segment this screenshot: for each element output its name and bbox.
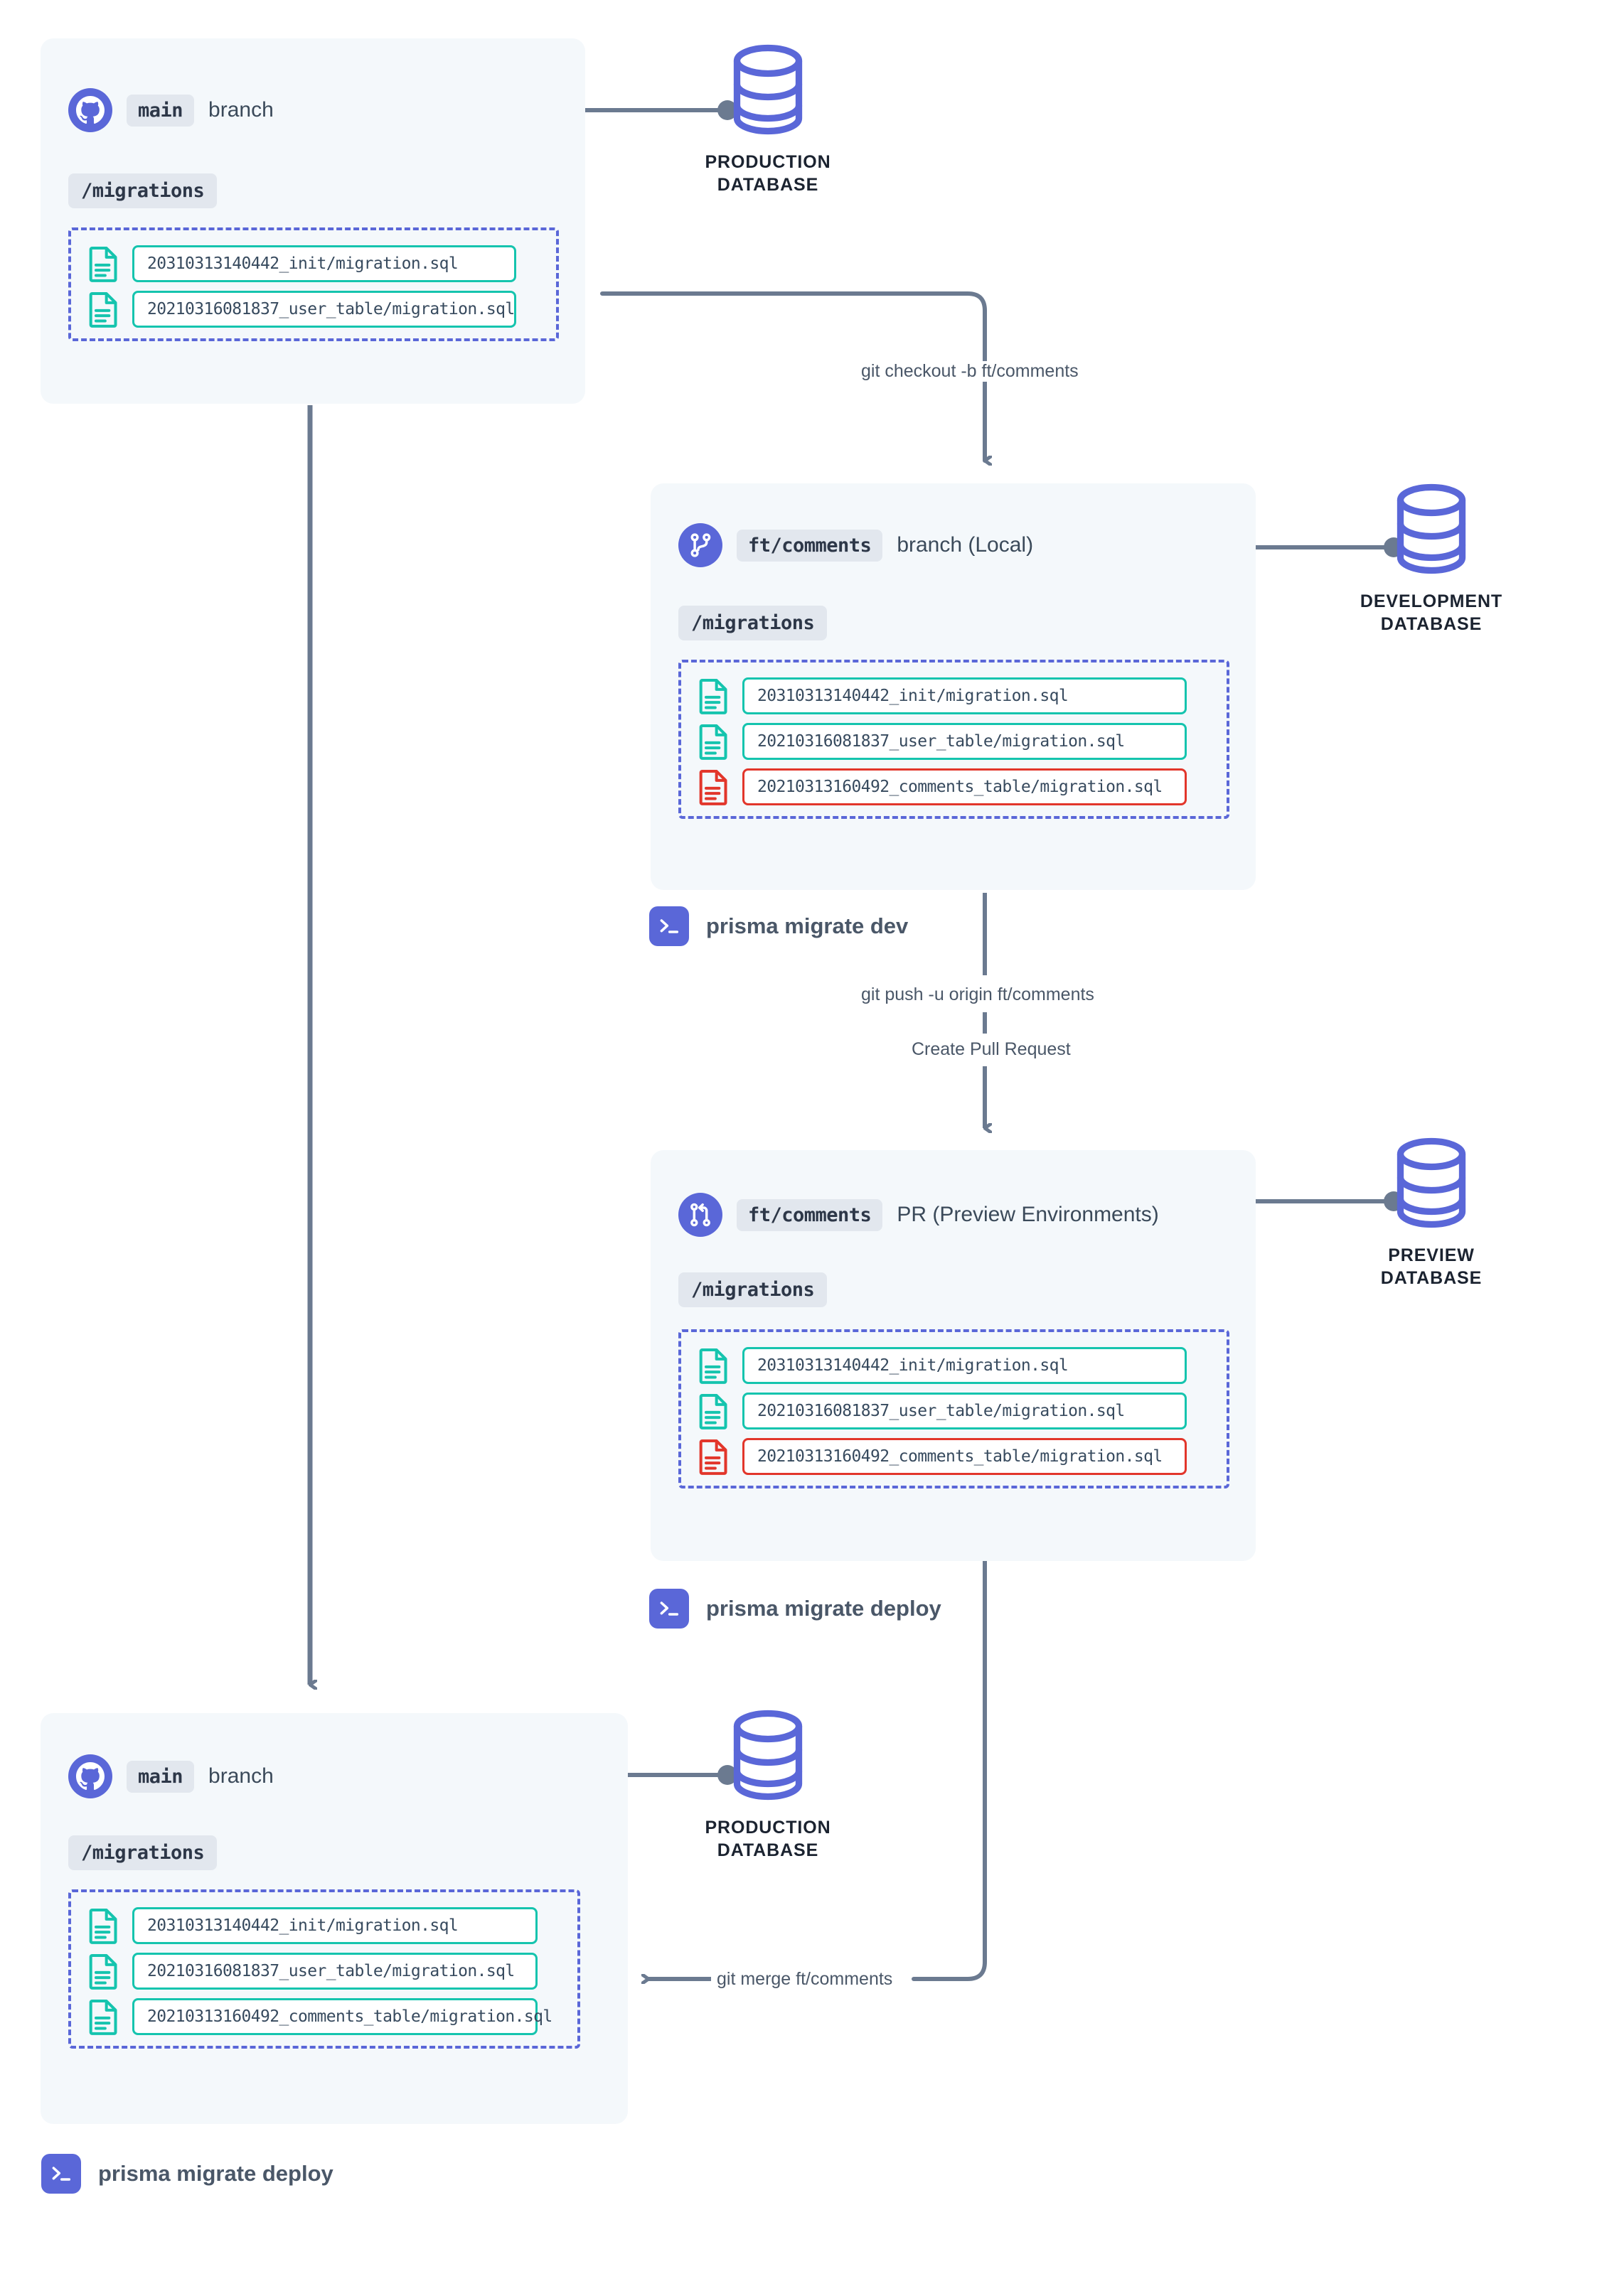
development-database-label: DEVELOPMENT DATABASE	[1360, 591, 1503, 634]
branch-chip-feature-pr: ft/comments	[737, 1198, 883, 1231]
git-branch-icon	[678, 523, 722, 567]
file-name-box-new: 20210313160492_comments_table/migration.…	[742, 1438, 1187, 1475]
file-name-box: 20210316081837_user_table/migration.sql	[742, 723, 1187, 760]
file-row: 20210316081837_user_table/migration.sql	[698, 1393, 1187, 1429]
database-icon	[690, 1708, 846, 1802]
database-icon	[1351, 1136, 1512, 1230]
branch-chip-main-bottom: main	[127, 1760, 195, 1793]
branch-chip-feature-local: ft/comments	[737, 529, 883, 562]
development-database: DEVELOPMENT DATABASE	[1351, 482, 1512, 635]
file-icon	[88, 291, 119, 328]
production-database-top-label: PRODUCTION DATABASE	[705, 152, 831, 195]
file-icon	[88, 245, 119, 282]
database-icon	[1351, 482, 1512, 576]
flow-label-checkout: git checkout -b ft/comments	[855, 361, 1084, 382]
migrations-list-main-top: 20310313140442_init/migration.sql 202103…	[68, 227, 559, 341]
file-icon	[88, 1907, 119, 1944]
file-icon	[698, 677, 730, 714]
command-prisma-migrate-deploy-pr: prisma migrate deploy	[649, 1589, 941, 1629]
file-row: 20210316081837_user_table/migration.sql	[88, 291, 516, 328]
command-label: prisma migrate deploy	[706, 1596, 941, 1621]
file-name-box: 20210316081837_user_table/migration.sql	[742, 1393, 1187, 1429]
dir-chip-feature-local: /migrations	[678, 606, 828, 640]
file-icon	[88, 1953, 119, 1990]
file-name-box: 20310313140442_init/migration.sql	[742, 1347, 1187, 1384]
production-database-bottom: PRODUCTION DATABASE	[690, 1708, 846, 1862]
feature-pr-header: ft/comments PR (Preview Environments)	[678, 1193, 1159, 1237]
preview-database-label: PREVIEW DATABASE	[1380, 1245, 1483, 1288]
file-row: 20210313160492_comments_table/migration.…	[698, 768, 1187, 805]
file-name-box: 20210313160492_comments_table/migration.…	[132, 1998, 552, 2035]
feature-local-head-text: branch (Local)	[897, 533, 1034, 557]
file-name-box-new: 20210313160492_comments_table/migration.…	[742, 768, 1187, 805]
terminal-icon	[649, 1589, 689, 1629]
card-main-branch-bottom: main branch /migrations 20310313140442_i…	[41, 1713, 628, 2124]
flow-label-push: git push -u origin ft/comments	[855, 985, 1100, 1005]
feature-local-header: ft/comments branch (Local)	[678, 523, 1033, 567]
file-name-box: 20310313140442_init/migration.sql	[132, 245, 516, 282]
dir-chip-main-top: /migrations	[68, 173, 218, 208]
terminal-icon	[649, 906, 689, 946]
production-database-bottom-label: PRODUCTION DATABASE	[705, 1818, 831, 1860]
file-name-box: 20310313140442_init/migration.sql	[132, 1907, 538, 1944]
file-row: 20310313140442_init/migration.sql	[88, 1907, 538, 1944]
flow-label-create-pr: Create Pull Request	[906, 1039, 1077, 1060]
file-row: 20210313160492_comments_table/migration.…	[88, 1998, 552, 2035]
terminal-icon	[41, 2154, 81, 2194]
dir-chip-main-bottom: /migrations	[68, 1835, 218, 1870]
card-feature-branch-local: ft/comments branch (Local) /migrations 2…	[651, 483, 1256, 890]
file-row: 20310313140442_init/migration.sql	[88, 245, 516, 282]
file-icon-new	[698, 1438, 730, 1475]
file-name-box: 20310313140442_init/migration.sql	[742, 677, 1187, 714]
file-row: 20210316081837_user_table/migration.sql	[698, 723, 1187, 760]
github-icon	[68, 1754, 112, 1798]
main-bottom-header: main branch	[68, 1754, 274, 1798]
migrations-list-main-bottom: 20310313140442_init/migration.sql 202103…	[68, 1889, 580, 2049]
file-name-box: 20210316081837_user_table/migration.sql	[132, 291, 516, 328]
file-icon	[88, 1998, 119, 2035]
migrations-list-feature-pr: 20310313140442_init/migration.sql 202103…	[678, 1329, 1229, 1488]
database-icon	[690, 43, 846, 136]
file-icon-new	[698, 768, 730, 805]
card-main-branch-top: main branch /migrations 20310313140442_i…	[41, 38, 585, 404]
main-bottom-head-text: branch	[208, 1764, 274, 1788]
flow-label-merge: git merge ft/comments	[711, 1969, 899, 1990]
github-icon	[68, 88, 112, 132]
file-row: 20210313160492_comments_table/migration.…	[698, 1438, 1187, 1475]
migrations-list-feature-local: 20310313140442_init/migration.sql 202103…	[678, 660, 1229, 819]
branch-chip-main-top: main	[127, 94, 195, 127]
feature-pr-head-text: PR (Preview Environments)	[897, 1203, 1159, 1226]
card-feature-branch-pr: ft/comments PR (Preview Environments) /m…	[651, 1150, 1256, 1561]
file-name-box: 20210316081837_user_table/migration.sql	[132, 1953, 538, 1990]
command-prisma-migrate-deploy-main: prisma migrate deploy	[41, 2154, 333, 2194]
main-top-header: main branch	[68, 88, 274, 132]
command-label: prisma migrate dev	[706, 913, 909, 938]
command-prisma-migrate-dev: prisma migrate dev	[649, 906, 908, 946]
file-icon	[698, 1347, 730, 1384]
preview-database: PREVIEW DATABASE	[1351, 1136, 1512, 1289]
dir-chip-feature-pr: /migrations	[678, 1272, 828, 1307]
file-row: 20310313140442_init/migration.sql	[698, 1347, 1187, 1384]
file-row: 20310313140442_init/migration.sql	[698, 677, 1187, 714]
command-label: prisma migrate deploy	[98, 2161, 333, 2186]
file-icon	[698, 723, 730, 760]
production-database-top: PRODUCTION DATABASE	[690, 43, 846, 196]
file-icon	[698, 1393, 730, 1429]
git-pull-request-icon	[678, 1193, 722, 1237]
main-top-head-text: branch	[208, 98, 274, 122]
file-row: 20210316081837_user_table/migration.sql	[88, 1953, 538, 1990]
